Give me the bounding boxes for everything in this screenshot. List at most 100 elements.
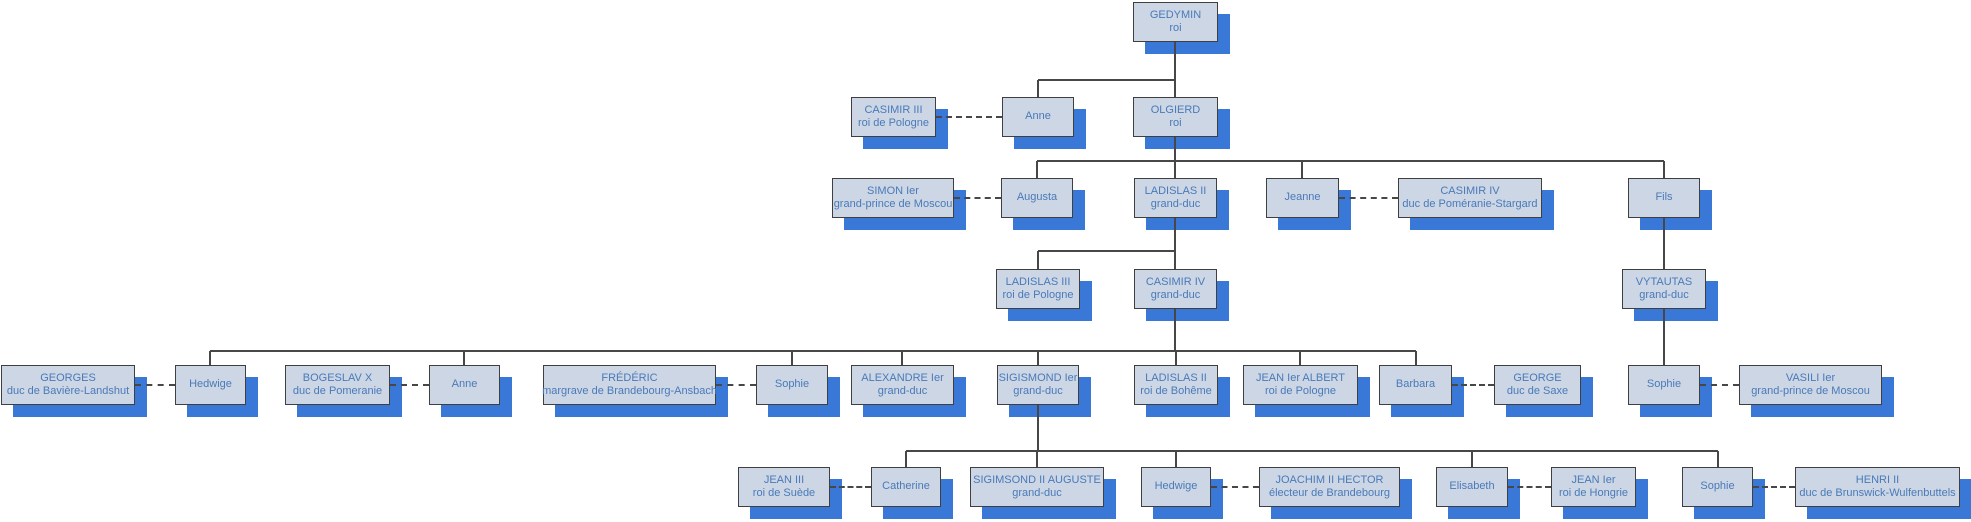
descent-connector-h: [1038, 79, 1175, 81]
person-title: duc de Bavière-Landshut: [6, 385, 130, 397]
person-title: grand-prince de Moscou: [1751, 385, 1870, 397]
descent-connector-v: [1175, 351, 1177, 365]
marriage-dashed-connector: [1753, 486, 1795, 488]
person-name: Elisabeth: [1449, 480, 1495, 493]
descent-connector-v: [901, 351, 903, 365]
marriage-dashed-connector: [1211, 486, 1259, 488]
person-node-sophie-1[interactable]: Sophie: [756, 365, 828, 405]
person-name: SIGIMSOND II AUGUSTE: [973, 473, 1101, 486]
descent-connector-v: [1663, 309, 1665, 365]
person-name: JEAN Ier: [1571, 473, 1616, 486]
person-name: GEORGE: [1513, 371, 1562, 384]
person-name: VYTAUTAS: [1635, 275, 1693, 288]
person-title: grand-duc: [877, 385, 928, 397]
marriage-dashed-connector: [1452, 384, 1494, 386]
person-node-barbara[interactable]: Barbara: [1379, 365, 1452, 405]
person-name: JOACHIM II HECTOR: [1275, 473, 1384, 486]
person-name: Sophie: [1646, 378, 1682, 391]
person-name: JEAN Ier ALBERT: [1255, 371, 1346, 384]
person-title: margrave de Brandebourg-Ansbach: [542, 385, 717, 397]
descent-connector-v: [905, 451, 907, 467]
person-title: grand-duc: [1150, 289, 1201, 301]
person-node-catherine[interactable]: Catherine: [871, 467, 941, 507]
person-title: duc de Pomeranie: [292, 385, 383, 397]
person-name: HENRI II: [1855, 473, 1900, 486]
person-name: LADISLAS II: [1145, 371, 1207, 384]
descent-connector-v: [1174, 218, 1176, 251]
marriage-dashed-connector: [1700, 384, 1739, 386]
person-name: Hedwige: [189, 378, 232, 391]
descent-connector-v: [1037, 251, 1039, 269]
descent-connector-h: [906, 450, 1718, 452]
person-name: VASILI Ier: [1785, 371, 1836, 384]
descent-connector-v: [1175, 451, 1177, 467]
person-title: roi de Pologne: [858, 117, 929, 129]
descent-connector-v: [1301, 161, 1303, 178]
person-node-hedwige-1[interactable]: Hedwige: [175, 365, 246, 405]
person-title: roi de Suède: [752, 487, 816, 499]
descent-connector-v: [209, 351, 211, 365]
person-node-anne-1[interactable]: Anne: [1002, 97, 1074, 137]
person-node-sophie-2[interactable]: Sophie: [1628, 365, 1700, 405]
descent-connector-v: [1036, 451, 1038, 467]
person-node-sophie-3[interactable]: Sophie: [1682, 467, 1753, 507]
person-node-hedwige-2[interactable]: Hedwige: [1141, 467, 1211, 507]
person-name: Sophie: [774, 378, 810, 391]
person-name: CASIMIR IV: [1440, 184, 1500, 197]
marriage-dashed-connector: [1339, 197, 1398, 199]
person-title: roi: [1169, 22, 1182, 34]
person-name: Jeanne: [1284, 191, 1321, 204]
person-name: Catherine: [882, 480, 930, 493]
descent-connector-v: [1717, 451, 1719, 467]
person-name: Anne: [1025, 110, 1051, 123]
person-title: électeur de Brandebourg: [1268, 487, 1391, 499]
marriage-dashed-connector: [716, 384, 756, 386]
person-node-fils[interactable]: Fils: [1628, 178, 1700, 218]
person-node-anne-2[interactable]: Anne: [429, 365, 500, 405]
descent-connector-h: [1037, 160, 1664, 162]
person-name: SIGISMOND Ier: [998, 371, 1078, 384]
person-title: roi de Bohême: [1140, 385, 1212, 397]
descent-connector-v: [1299, 351, 1301, 365]
marriage-dashed-connector: [390, 384, 429, 386]
person-node-jeanne[interactable]: Jeanne: [1266, 178, 1339, 218]
person-name: GEDYMIN: [1149, 8, 1202, 21]
descent-connector-v: [1174, 42, 1176, 80]
person-title: roi: [1169, 117, 1182, 129]
descent-connector-v: [791, 351, 793, 365]
person-title: grand-duc: [1013, 385, 1063, 397]
person-name: LADISLAS III: [1005, 275, 1071, 288]
descent-connector-v: [1174, 80, 1176, 97]
person-node-augusta[interactable]: Augusta: [1001, 178, 1073, 218]
descent-connector-v: [1037, 405, 1039, 451]
person-name: CASIMIR III: [864, 103, 923, 116]
descent-connector-v: [1174, 251, 1176, 269]
descent-connector-v: [1663, 218, 1665, 269]
person-title: roi de Pologne: [1002, 289, 1074, 301]
person-node-elisabeth[interactable]: Elisabeth: [1436, 467, 1508, 507]
